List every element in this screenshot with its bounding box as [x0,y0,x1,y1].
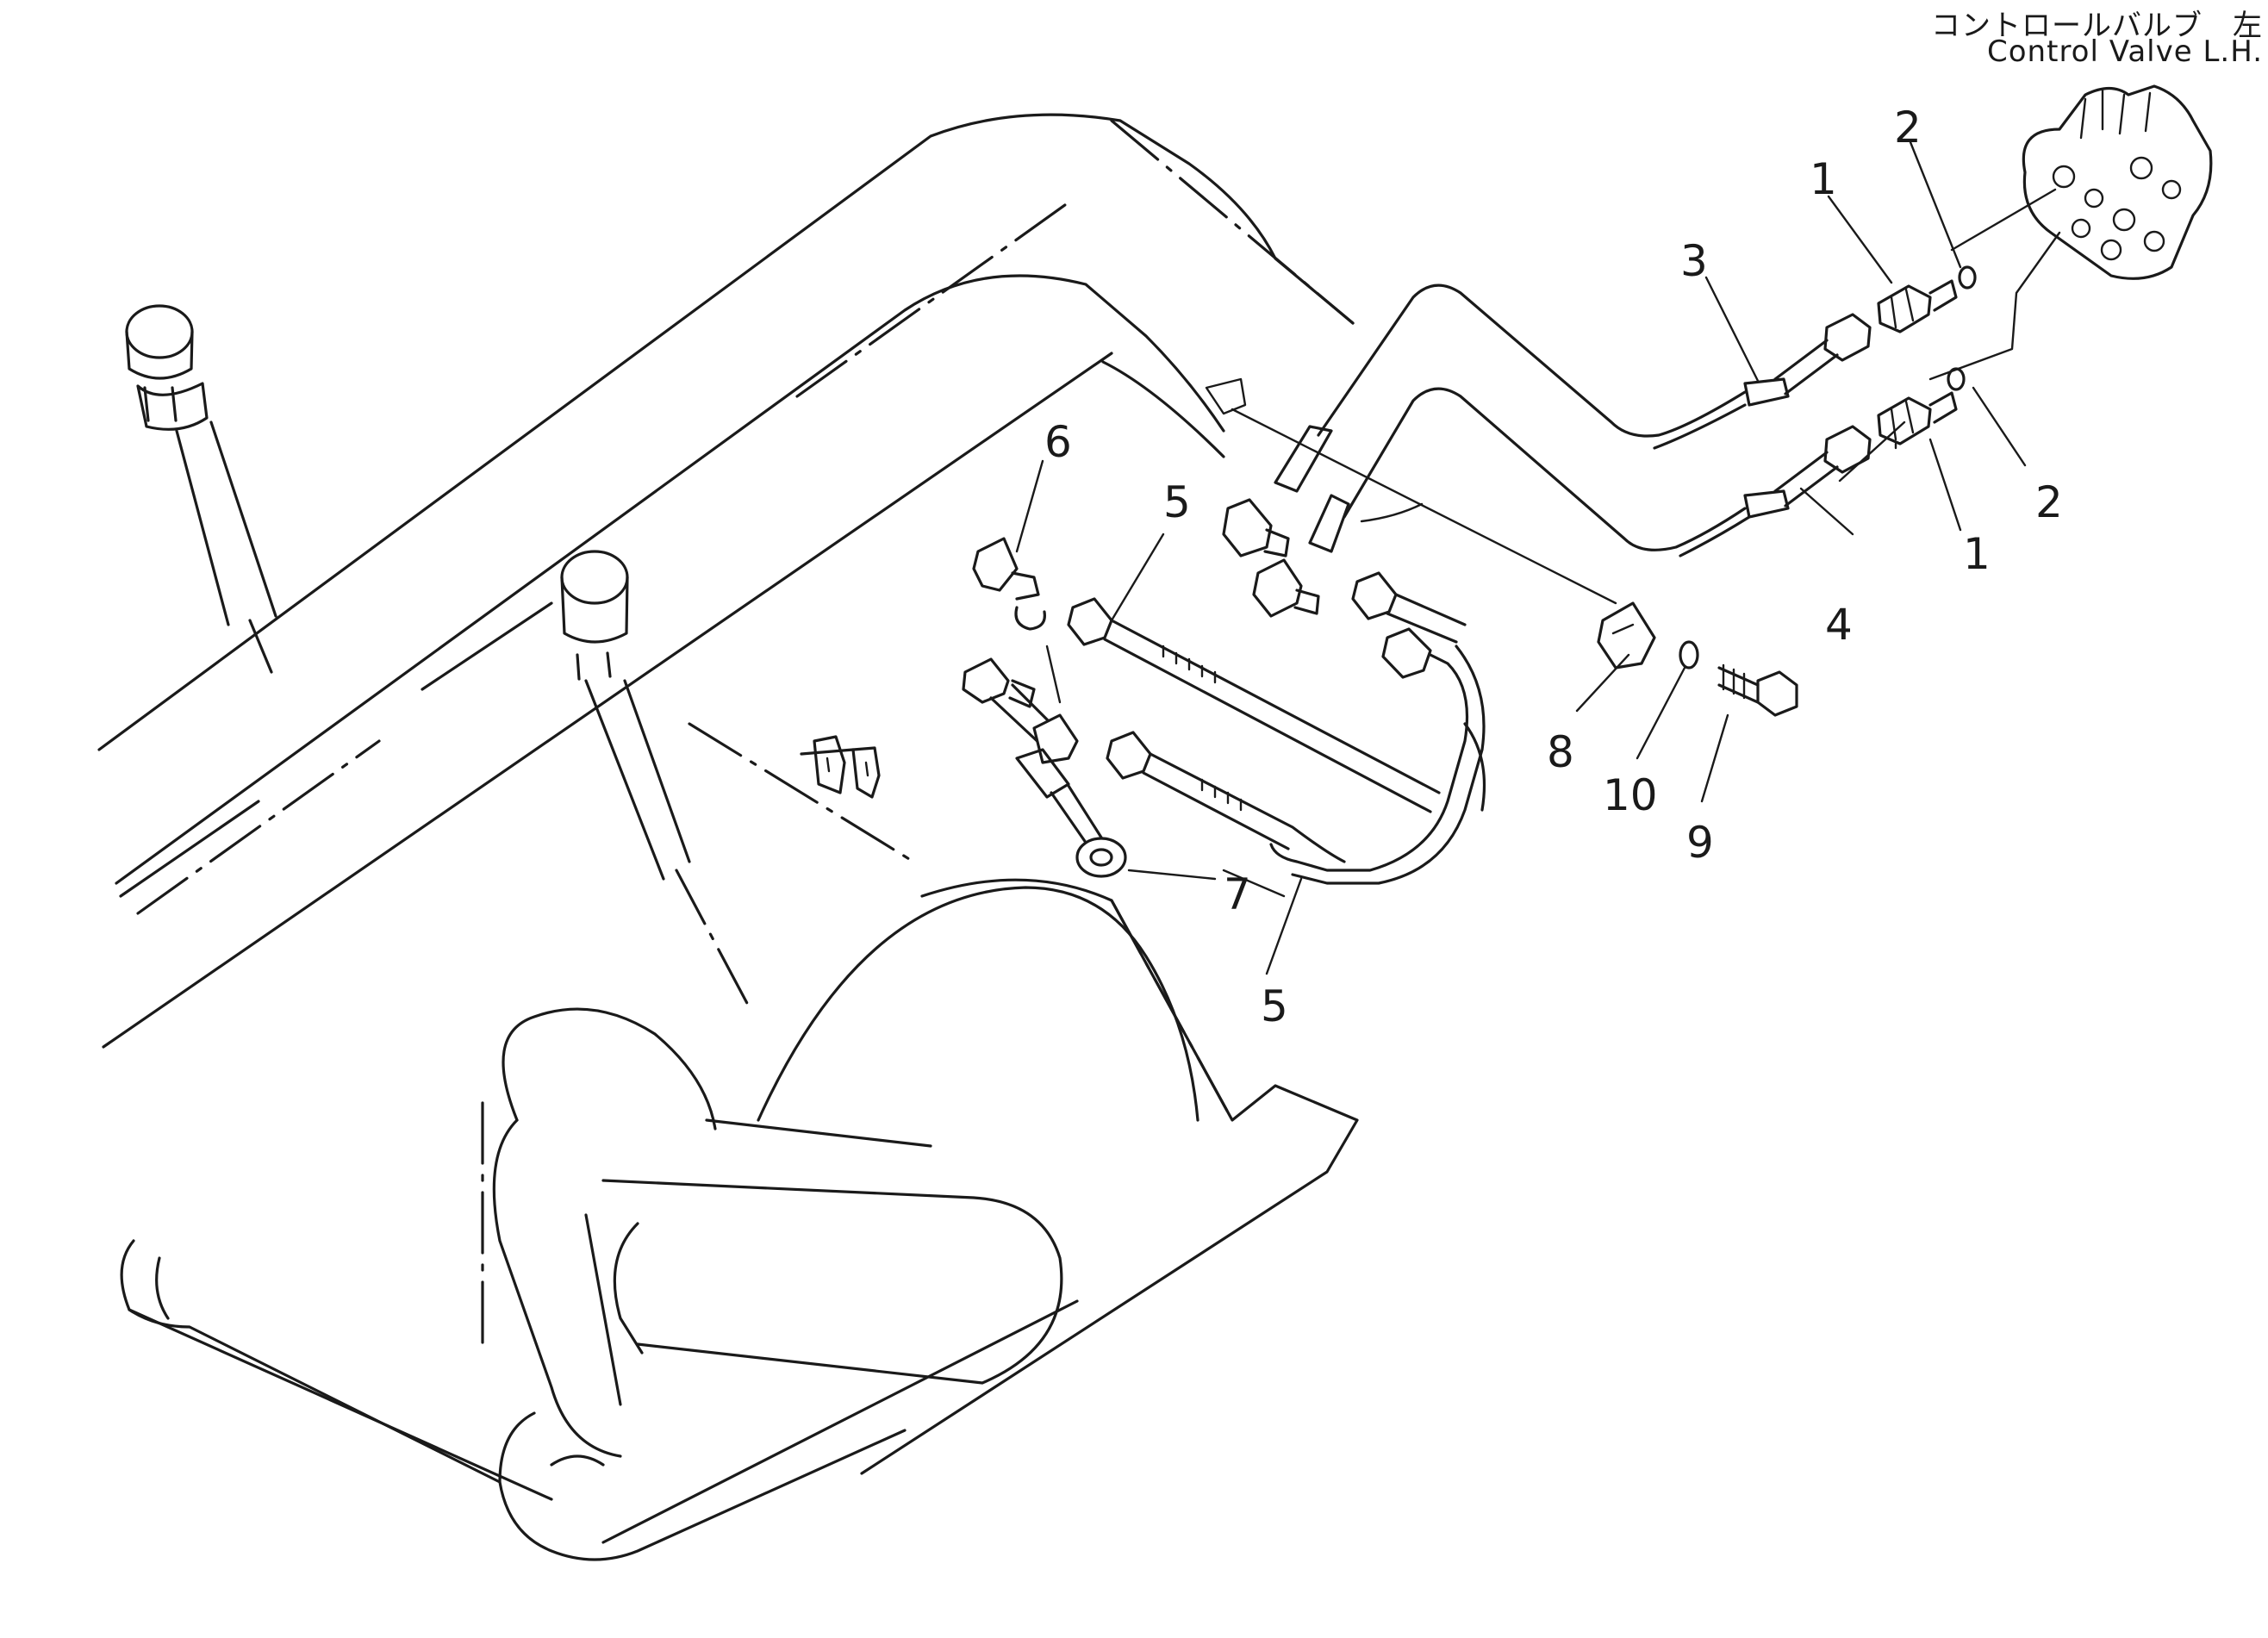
leader-to-bracket [1231,408,1617,605]
clamp-bracket-icon [1597,601,1656,670]
control-valve-icon [2022,84,2213,280]
hydraulic-hose-icon [1106,731,1346,863]
callout-labels: 1 2 3 1 2 4 5 6 7 8 9 10 5 [1044,103,2063,1031]
callout-3: 3 [1680,236,1708,286]
hydraulic-hose-icon [1269,502,1486,885]
final-drive-assembly [120,886,1199,1561]
header-title-en: Control Valve L.H. [1987,34,2263,69]
elbow-fitting-icon [1222,425,1350,557]
washer-icon [1679,640,1699,670]
callout-10: 10 [1603,770,1658,820]
right-lever [560,550,751,1010]
clamp-bracket-icon [813,735,881,799]
adapter-fitting-icon [1877,279,1958,333]
callout-8: 8 [1547,727,1574,777]
left-lever [125,304,277,674]
machine-frame [97,113,1359,1475]
callout-1-lower: 1 [1963,529,1991,579]
callout-1-upper: 1 [1810,154,1837,204]
hydraulic-hose-icon [1343,387,1872,557]
elbow-fitting-icon [1252,558,1320,618]
adapter-fitting-icon [1877,391,1958,445]
callout-6: 6 [1044,417,1072,467]
hydraulic-hose-icon [1067,597,1441,813]
o-ring-icon [1947,367,1966,391]
callout-5-lower: 5 [1261,981,1288,1031]
valve-leader-bottom [1928,231,2061,381]
bolt-icon [1717,663,1798,717]
callout-9: 9 [1686,818,1714,868]
callout-4: 4 [1825,600,1853,650]
callout-5-upper: 5 [1163,477,1191,527]
valve-leader-top [1950,188,2057,252]
callout-2-upper: 2 [1894,103,1922,153]
o-ring-icon [1958,265,1977,290]
hydraulic-hose-icon [1317,283,1872,450]
clamp-bracket-icon [1205,377,1247,415]
elbow-fitting-icon [972,537,1046,631]
hydraulic-cylinder-icon [962,657,1127,878]
callout-leaders [1015,140,2027,975]
callout-7: 7 [1224,869,1251,919]
callout-2-lower: 2 [2035,477,2063,527]
header-title-ja: コントロールバルブ 左 [1931,9,2263,43]
